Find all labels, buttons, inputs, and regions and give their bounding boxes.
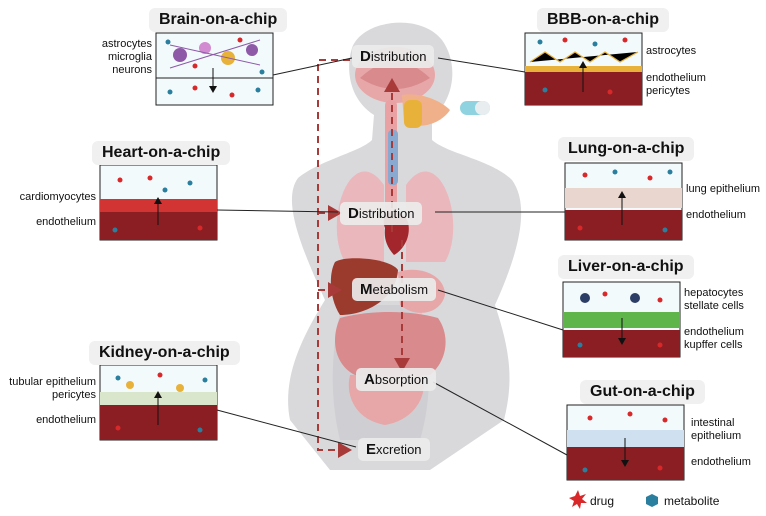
lung-label-endothelium: endothelium — [686, 209, 746, 221]
legend-drug-label: drug — [590, 494, 615, 508]
right-lung — [406, 171, 454, 262]
salivary-gland — [404, 100, 422, 128]
brain-folds — [360, 61, 430, 89]
heart-connector — [216, 209, 339, 213]
brain-label-astrocytes: astrocytes — [101, 38, 152, 50]
lung-chip-title: Lung-on-a-chip — [558, 137, 695, 161]
heart-chip-title: Heart-on-a-chip — [92, 141, 231, 165]
large-intestine — [335, 312, 446, 375]
liver-chip — [562, 281, 681, 358]
gut-label-epithelium: epithelium — [691, 430, 742, 442]
gut-label-endothelium: endothelium — [691, 456, 751, 468]
kidney-label-endothelium: endothelium — [36, 414, 96, 426]
brain-chip-title: Brain-on-a-chip — [149, 8, 288, 32]
metabolite-icon — [646, 494, 658, 507]
liver-connector — [437, 289, 564, 331]
legend-icons — [569, 490, 658, 509]
bbb-label-endothelium: endothelium — [646, 72, 706, 84]
gut-label-intestinal: intestinal — [691, 417, 735, 429]
distribution-to-excretion-arrow — [317, 59, 352, 458]
bbb-chip — [524, 32, 643, 106]
stage-distribution-top: Distribution — [352, 45, 435, 68]
stage-metabolism: Metabolism — [352, 278, 437, 301]
brain-label-microglia: microglia — [107, 51, 152, 63]
heart-label-endothelium: endothelium — [36, 216, 96, 228]
heart-chip — [99, 164, 218, 241]
bbb-label-pericytes: pericytes — [646, 85, 691, 97]
liver-label-stellate: stellate cells — [684, 300, 744, 312]
stage-initial: D — [348, 205, 359, 222]
liver-label-hepatocytes: hepatocytes — [684, 287, 744, 299]
gut-chip-title: Gut-on-a-chip — [580, 380, 705, 404]
stage-initial: E — [366, 441, 377, 458]
legend-metabolite-label: metabolite — [664, 494, 720, 508]
stage-initial: A — [364, 371, 375, 388]
stage-rest: bsorption — [374, 372, 429, 387]
bbb-label-astrocytes: astrocytes — [646, 45, 697, 57]
capsule-pill — [460, 101, 490, 115]
heart-label-cardiomyocytes: cardiomyocytes — [19, 191, 96, 203]
gut-connector — [432, 381, 568, 456]
liver-chip-title: Liver-on-a-chip — [558, 255, 694, 279]
stage-rest: xcretion — [376, 442, 422, 457]
drug-icon — [569, 490, 587, 509]
lung-label-epithelium: lung epithelium — [686, 183, 760, 195]
brain-label-neurons: neurons — [112, 64, 152, 76]
lung-chip — [564, 162, 683, 241]
brain-connector — [272, 57, 353, 76]
stage-initial: M — [360, 281, 373, 298]
stage-distribution-mid: Distribution — [340, 202, 423, 225]
stage-initial: D — [360, 48, 371, 65]
bbb-chip-title: BBB-on-a-chip — [537, 8, 669, 32]
brain-chip — [155, 32, 274, 106]
kidney-label-tubular: tubular epithelium — [9, 376, 96, 388]
stage-rest: istribution — [370, 49, 427, 64]
connector-lines — [216, 57, 568, 456]
gut-chip — [566, 404, 685, 481]
kidney-chip-title: Kidney-on-a-chip — [89, 341, 240, 365]
bbb-connector — [437, 57, 526, 73]
liver-label-kupffer: kupffer cells — [684, 339, 743, 351]
stage-rest: istribution — [358, 206, 415, 221]
liver-label-endothelium: endothelium — [684, 326, 744, 338]
stage-absorption: Absorption — [356, 368, 437, 391]
kidney-connector — [216, 409, 357, 448]
stage-excretion: Excretion — [358, 438, 430, 461]
kidney-label-pericytes: pericytes — [51, 389, 96, 401]
kidney-chip — [99, 364, 218, 441]
stage-rest: etabolism — [372, 282, 429, 297]
